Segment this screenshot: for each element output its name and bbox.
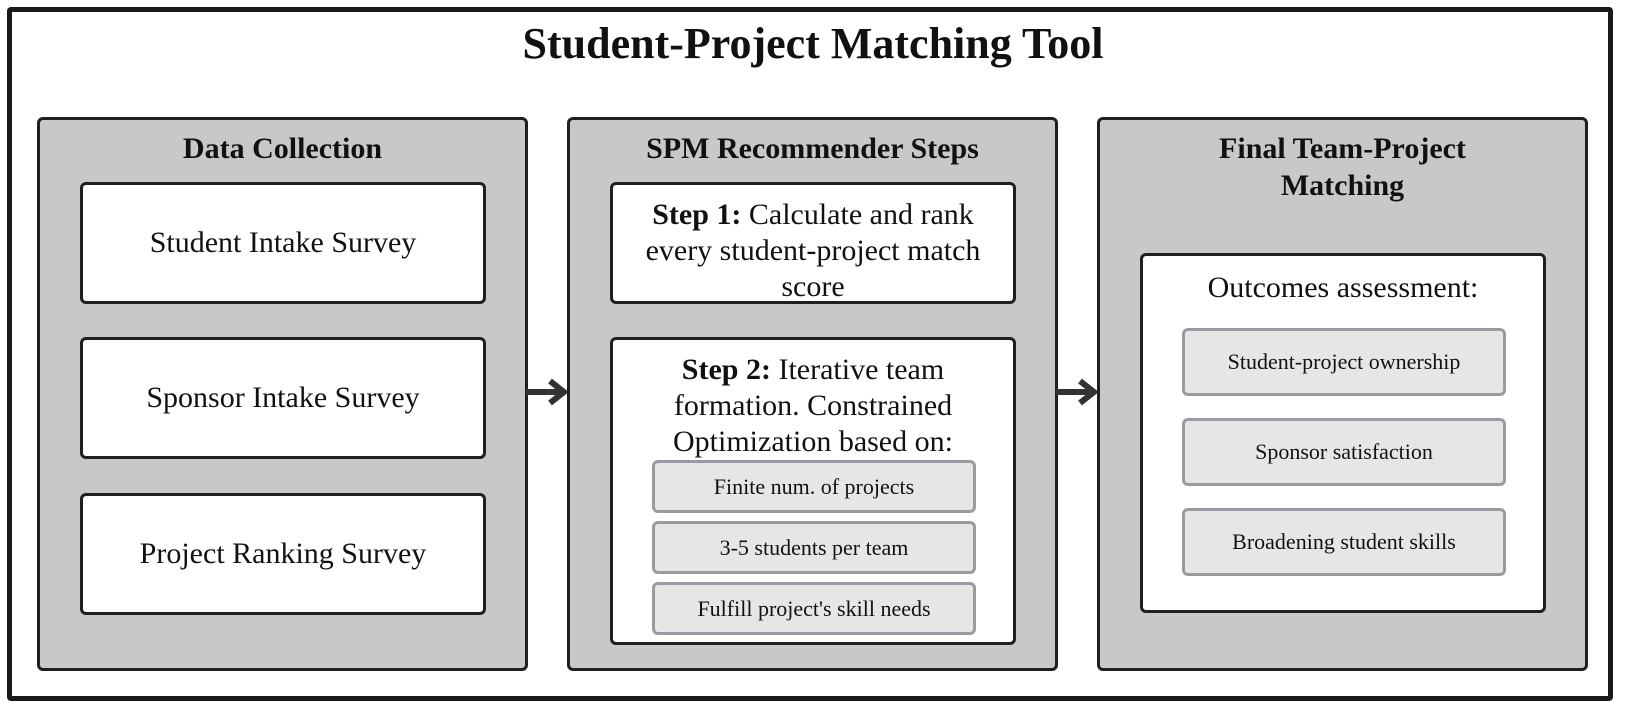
step2-description: Iterative team formation. Constrained Op… <box>673 353 953 458</box>
constraint-skill-needs: Fulfill project's skill needs <box>652 582 976 635</box>
final-matching-title: Final Team-Project Matching <box>1219 132 1466 202</box>
step2-label: Step 2: <box>681 353 771 386</box>
arrow-right-icon <box>526 378 569 406</box>
constraint-finite-projects: Finite num. of projects <box>652 460 976 513</box>
final-matching-panel: Final Team-Project Matching Outcomes ass… <box>1097 117 1588 671</box>
data-collection-panel: Data Collection Student Intake Survey Sp… <box>37 117 528 671</box>
step1-description: Calculate and rank every student-project… <box>645 198 981 303</box>
data-collection-title: Data Collection <box>182 132 383 165</box>
outcome-sponsor-satisfaction: Sponsor satisfaction <box>1182 418 1506 486</box>
outcome-broadening-skills: Broadening student skills <box>1182 508 1506 576</box>
outcome-ownership: Student-project ownership <box>1182 328 1506 396</box>
recommender-title: SPM Recommender Steps <box>646 132 979 165</box>
step2-box: Step 2: Iterative team formation. Constr… <box>610 337 1016 645</box>
step1-text: Step 1: Calculate and rank every student… <box>613 197 1013 305</box>
student-intake-survey-box: Student Intake Survey <box>80 182 486 304</box>
outcomes-title: Outcomes assessment: <box>1207 271 1479 304</box>
outcomes-box: Outcomes assessment: Student-project own… <box>1140 253 1546 613</box>
arrow-right-icon <box>1056 378 1099 406</box>
sponsor-intake-survey-box: Sponsor Intake Survey <box>80 337 486 459</box>
diagram-title: Student-Project Matching Tool <box>522 19 1104 68</box>
step2-text: Step 2: Iterative team formation. Constr… <box>613 352 1013 460</box>
step1-box: Step 1: Calculate and rank every student… <box>610 182 1016 304</box>
constraint-team-size: 3-5 students per team <box>652 521 976 574</box>
recommender-panel: SPM Recommender Steps Step 1: Calculate … <box>567 117 1058 671</box>
step1-label: Step 1: <box>652 198 742 231</box>
project-ranking-survey-box: Project Ranking Survey <box>80 493 486 615</box>
